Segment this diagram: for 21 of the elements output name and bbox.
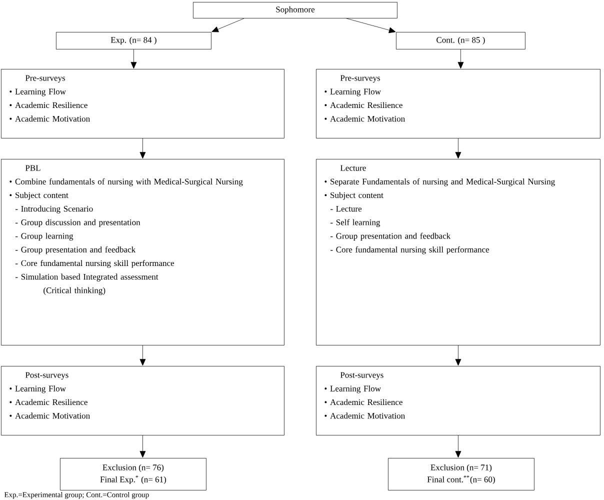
- process-box: Cont. (n= 85 ): [396, 32, 526, 50]
- arrow: [130, 49, 137, 69]
- process-box: Exclusion (n= 76) Final Exp.$^{*}$ (n= 61): [60, 458, 206, 490]
- arrow: [455, 138, 462, 159]
- arrow: [212, 18, 244, 32]
- arrow: [455, 435, 462, 458]
- process-box: Sophomore: [193, 2, 398, 18]
- process-box: Post-surveys • Learning Flow • Academic Resilience • Academic Motivation: [316, 366, 600, 436]
- process-box: PBL • Combine fundamentals of nursing with Medical-Surgical Nursing • Subject content - Introducing Scenario - Group discussion and presentation - Group learning - Group presentation and feedback - Core fundamental nursing skill performance - Simulation based Integrated assessment (Critical thinking): [1, 159, 284, 346]
- arrow: [140, 435, 146, 458]
- arrow: [458, 49, 464, 69]
- process-box: Pre-surveys • Learning Flow • Academic Resilience • Academic Motivation: [1, 69, 284, 138]
- process-box: Lecture • Separate Fundamentals of nursing and Medical-Surgical Nursing • Subject content - Lecture - Self learning - Group presentation and feedback - Core fundamental nursing skill performance: [316, 159, 600, 346]
- process-box: Post-surveys • Learning Flow • Academic Resilience • Academic Motivation: [1, 366, 284, 436]
- arrow: [140, 345, 146, 366]
- arrow: [455, 345, 462, 366]
- arrow: [140, 138, 146, 159]
- arrow: [346, 18, 396, 34]
- process-box: Pre-surveys • Learning Flow • Academic Resilience • Academic Motivation: [316, 69, 600, 138]
- process-box: Exclusion (n= 71) Final cont.$^{**}$(n= 60): [388, 458, 534, 490]
- process-box: Exp. (n= 84 ): [56, 32, 212, 50]
